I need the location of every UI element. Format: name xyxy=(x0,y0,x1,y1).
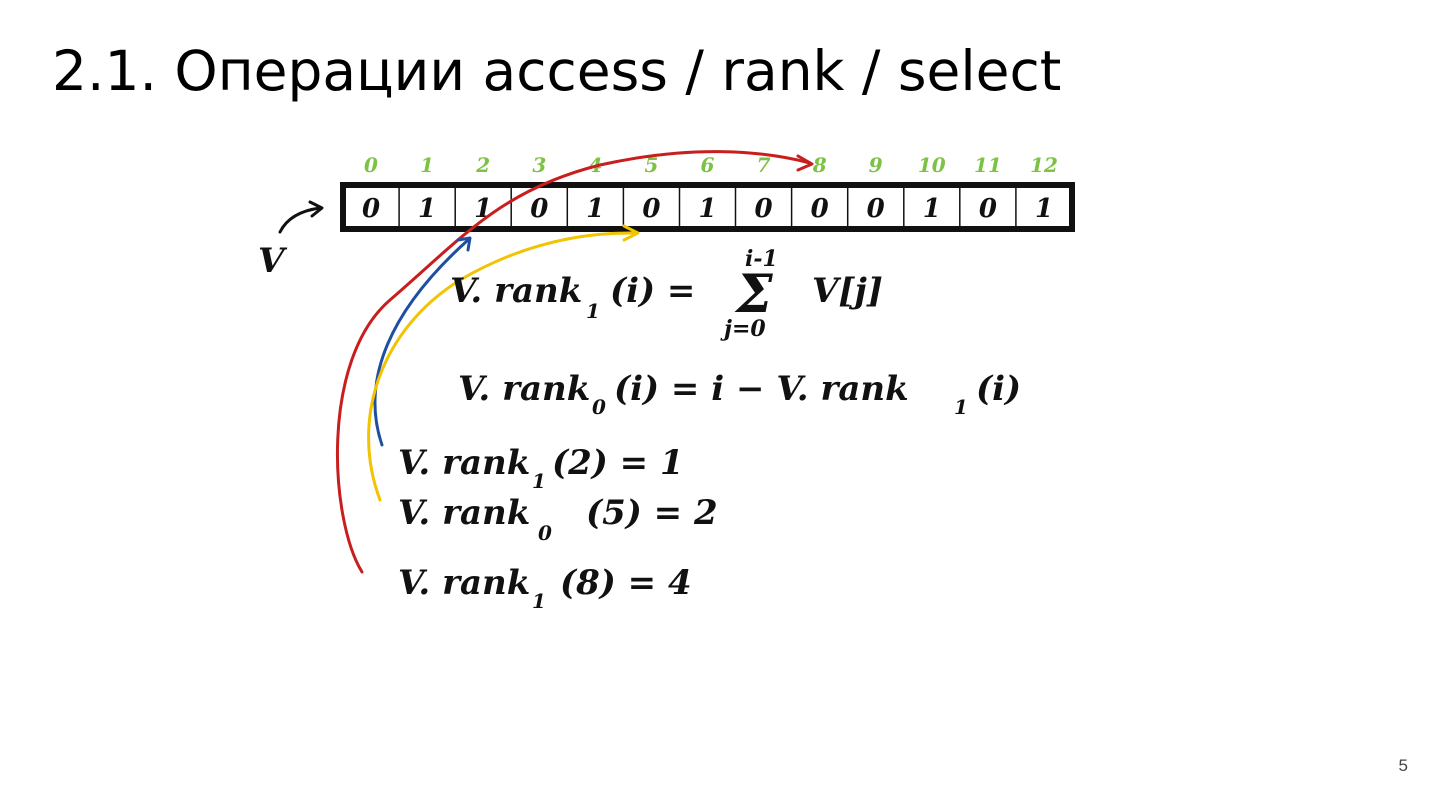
bit-cell: 0 xyxy=(530,194,548,224)
formula-rank0-sub: 0 xyxy=(592,395,606,419)
red-arrowhead xyxy=(796,154,814,172)
example-rank1-2: V. rank 1 (2) = 1 xyxy=(398,443,684,493)
index-label: 10 xyxy=(918,153,946,177)
index-label: 7 xyxy=(757,153,771,177)
yellow-arrow-rank-5 xyxy=(367,231,638,502)
formula-rank1-sum-upper: i-1 xyxy=(745,246,778,272)
index-label: 2 xyxy=(475,153,490,177)
yellow-arrowhead xyxy=(622,224,640,242)
bit-cell: 0 xyxy=(979,194,997,224)
formula-rank1-sub: 1 xyxy=(586,299,600,323)
bit-cell: 0 xyxy=(867,194,885,224)
index-label: 0 xyxy=(364,153,378,177)
formula-rank1-arg: (i) = xyxy=(610,271,695,311)
example-rank0-5: V. rank 0 (5) = 2 xyxy=(398,493,718,545)
index-label: 9 xyxy=(869,153,883,177)
example-2-rest: (5) = 2 xyxy=(586,493,718,533)
bit-cell: 0 xyxy=(755,194,773,224)
example-2-lhs: V. rank xyxy=(398,493,530,533)
bit-cell: 0 xyxy=(362,194,380,224)
index-label: 6 xyxy=(701,153,715,177)
index-label: 5 xyxy=(644,153,658,177)
index-label: 1 xyxy=(420,153,434,177)
index-label: 12 xyxy=(1030,153,1058,177)
index-label: 11 xyxy=(974,153,1002,177)
red-arrow-rank-8 xyxy=(335,150,812,574)
bit-cell: 1 xyxy=(418,194,436,224)
bit-cell: 1 xyxy=(698,194,716,224)
bit-cell: 0 xyxy=(811,194,829,224)
example-1-lhs: V. rank xyxy=(398,443,530,483)
blue-arrow-rank-2 xyxy=(373,238,470,447)
example-3-sub: 1 xyxy=(532,589,546,613)
formula-rank1-lhs: V. rank xyxy=(450,271,582,311)
example-3-rest: (8) = 4 xyxy=(560,563,692,603)
bit-cell: 1 xyxy=(923,194,941,224)
example-1-rest: (2) = 1 xyxy=(552,443,684,483)
formula-rank1-sum-lower: j=0 xyxy=(720,316,766,342)
formula-rank1-sum-symbol: Σ xyxy=(734,264,773,325)
index-label: 8 xyxy=(812,153,827,177)
example-rank1-8: V. rank 1 (8) = 4 xyxy=(398,563,692,613)
slide-title: 2.1. Операции access / rank / select xyxy=(52,39,1062,103)
bit-cell: 1 xyxy=(1035,194,1053,224)
bit-cell: 0 xyxy=(642,194,660,224)
example-3-lhs: V. rank xyxy=(398,563,530,603)
bit-vector-frame xyxy=(340,182,1075,232)
vector-pointer-arrow xyxy=(278,206,322,234)
example-2-sub: 0 xyxy=(538,521,552,545)
formula-rank0: V. rank 0 (i) = i − V. rank 1 (i) xyxy=(458,369,1021,419)
index-label: 3 xyxy=(532,153,546,177)
formula-rank1-rhs: V[j] xyxy=(812,271,883,311)
page-number: 5 xyxy=(1398,756,1408,775)
formula-rank0-arg: (i) = i − V. rank xyxy=(614,369,909,409)
example-1-sub: 1 xyxy=(532,469,546,493)
formula-rank0-sub2: 1 xyxy=(954,395,968,419)
formula-rank0-lhs: V. rank xyxy=(458,369,590,409)
vector-label: V xyxy=(258,241,288,281)
blue-arrowhead xyxy=(456,236,472,252)
formula-rank1: V. rank 1 (i) = i-1 Σ j=0 V[j] xyxy=(450,246,883,342)
bit-cell: 1 xyxy=(586,194,604,224)
vector-pointer-arrowhead xyxy=(308,200,324,218)
formula-rank0-arg2: (i) xyxy=(976,369,1021,409)
